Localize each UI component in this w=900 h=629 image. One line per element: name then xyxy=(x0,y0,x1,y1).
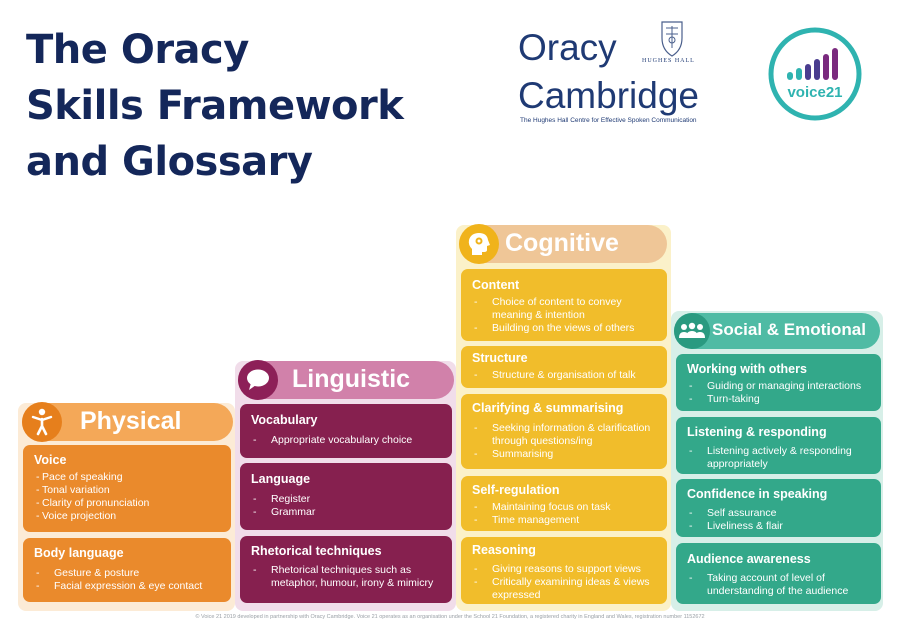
list-item: Giving reasons to support views xyxy=(472,563,657,576)
list-item: Gesture & posture xyxy=(34,567,221,580)
card-structure: Structure Structure & organisation of ta… xyxy=(461,346,667,388)
person-icon xyxy=(22,402,62,442)
card-voice: Voice Pace of speaking Tonal variation C… xyxy=(23,445,231,532)
card-heading: Structure xyxy=(472,351,528,365)
card-vocabulary: Vocabulary Appropriate vocabulary choice xyxy=(240,404,452,458)
card-self-regulation: Self-regulation Maintaining focus on tas… xyxy=(461,476,667,531)
list-item: Seeking information & clarification thro… xyxy=(472,422,657,448)
card-heading: Confidence in speaking xyxy=(687,487,828,501)
card-language: Language Register Grammar xyxy=(240,463,452,530)
card-heading: Self-regulation xyxy=(472,483,560,497)
linguistic-title: Linguistic xyxy=(292,365,411,393)
list-item: Critically examining ideas & views expre… xyxy=(472,576,657,602)
card-heading: Reasoning xyxy=(472,543,536,557)
card-rhetorical-techniques: Rhetorical techniques Rhetorical techniq… xyxy=(240,536,452,603)
card-confidence-in-speaking: Confidence in speaking Self assurance Li… xyxy=(676,479,881,537)
list-item: Turn-taking xyxy=(687,393,871,406)
title-line-3: and Glossary xyxy=(26,139,313,185)
college-name: HUGHES HALL xyxy=(642,58,695,64)
card-heading: Body language xyxy=(34,546,124,560)
head-gear-icon xyxy=(459,224,499,264)
list-item: Tonal variation xyxy=(34,484,221,497)
card-reasoning: Reasoning Giving reasons to support view… xyxy=(461,537,667,604)
list-item: Grammar xyxy=(251,506,442,519)
card-heading: Language xyxy=(251,472,311,486)
footer-copyright: © Voice 21 2019 developed in partnership… xyxy=(195,614,705,620)
page-title: The Oracy Skills Framework and Glossary xyxy=(26,22,446,190)
card-heading: Working with others xyxy=(687,362,807,376)
card-heading: Vocabulary xyxy=(251,413,318,427)
group-icon xyxy=(674,313,710,349)
list-item: Clarity of pronunciation xyxy=(34,497,221,510)
card-heading: Audience awareness xyxy=(687,552,811,566)
social-emotional-title: Social & Emotional xyxy=(712,320,866,339)
social-emotional-header: Social & Emotional xyxy=(674,313,880,349)
list-item: Maintaining focus on task xyxy=(472,501,657,514)
list-item: Self assurance xyxy=(687,507,871,520)
physical-title: Physical xyxy=(80,407,182,435)
list-item: Pace of speaking xyxy=(34,471,221,484)
linguistic-header: Linguistic xyxy=(238,360,454,400)
list-item: Listening actively & responding appropri… xyxy=(687,445,871,471)
crest-icon xyxy=(661,21,683,57)
card-heading: Content xyxy=(472,278,520,292)
list-item: Rhetorical techniques such as metaphor, … xyxy=(251,564,442,590)
physical-header: Physical xyxy=(22,402,233,442)
card-content: Content Choice of content to convey mean… xyxy=(461,269,667,341)
card-heading: Rhetorical techniques xyxy=(251,544,382,558)
card-heading: Listening & responding xyxy=(687,425,827,439)
oracy-cambridge-logo: Oracy Cambridge HUGHES HALL The Hughes H… xyxy=(518,18,718,128)
list-item: Facial expression & eye contact xyxy=(34,580,221,593)
list-item: Time management xyxy=(472,514,657,527)
card-working-with-others: Working with others Guiding or managing … xyxy=(676,354,881,411)
voice21-logo: voice21 xyxy=(768,27,862,121)
list-item: Guiding or managing interactions xyxy=(687,380,871,393)
card-heading: Voice xyxy=(34,453,67,467)
title-line-1: The Oracy xyxy=(26,27,249,73)
card-body-language: Body language Gesture & posture Facial e… xyxy=(23,538,231,602)
list-item: Liveliness & flair xyxy=(687,520,871,533)
title-line-2: Skills Framework xyxy=(26,83,404,129)
list-item: Building on the views of others xyxy=(472,322,657,335)
speech-bubble-icon xyxy=(238,360,278,400)
cognitive-header: Cognitive xyxy=(459,224,667,264)
oracy-tagline: The Hughes Hall Centre for Effective Spo… xyxy=(520,117,697,124)
list-item: Structure & organisation of talk xyxy=(472,369,657,382)
card-heading: Clarifying & summarising xyxy=(472,401,624,415)
list-item: Choice of content to convey meaning & in… xyxy=(472,296,657,322)
list-item: Summarising xyxy=(472,448,657,461)
card-clarifying-summarising: Clarifying & summarising Seeking informa… xyxy=(461,394,667,469)
card-listening-responding: Listening & responding Listening activel… xyxy=(676,417,881,474)
list-item: Taking account of level of understanding… xyxy=(687,572,871,598)
cognitive-title: Cognitive xyxy=(505,229,619,257)
voice21-text: voice21 xyxy=(787,84,842,101)
cambridge-word: Cambridge xyxy=(518,75,699,116)
card-audience-awareness: Audience awareness Taking account of lev… xyxy=(676,543,881,604)
list-item: Register xyxy=(251,493,442,506)
list-item: Appropriate vocabulary choice xyxy=(251,434,442,447)
list-item: Voice projection xyxy=(34,510,221,523)
oracy-word: Oracy xyxy=(518,27,617,68)
